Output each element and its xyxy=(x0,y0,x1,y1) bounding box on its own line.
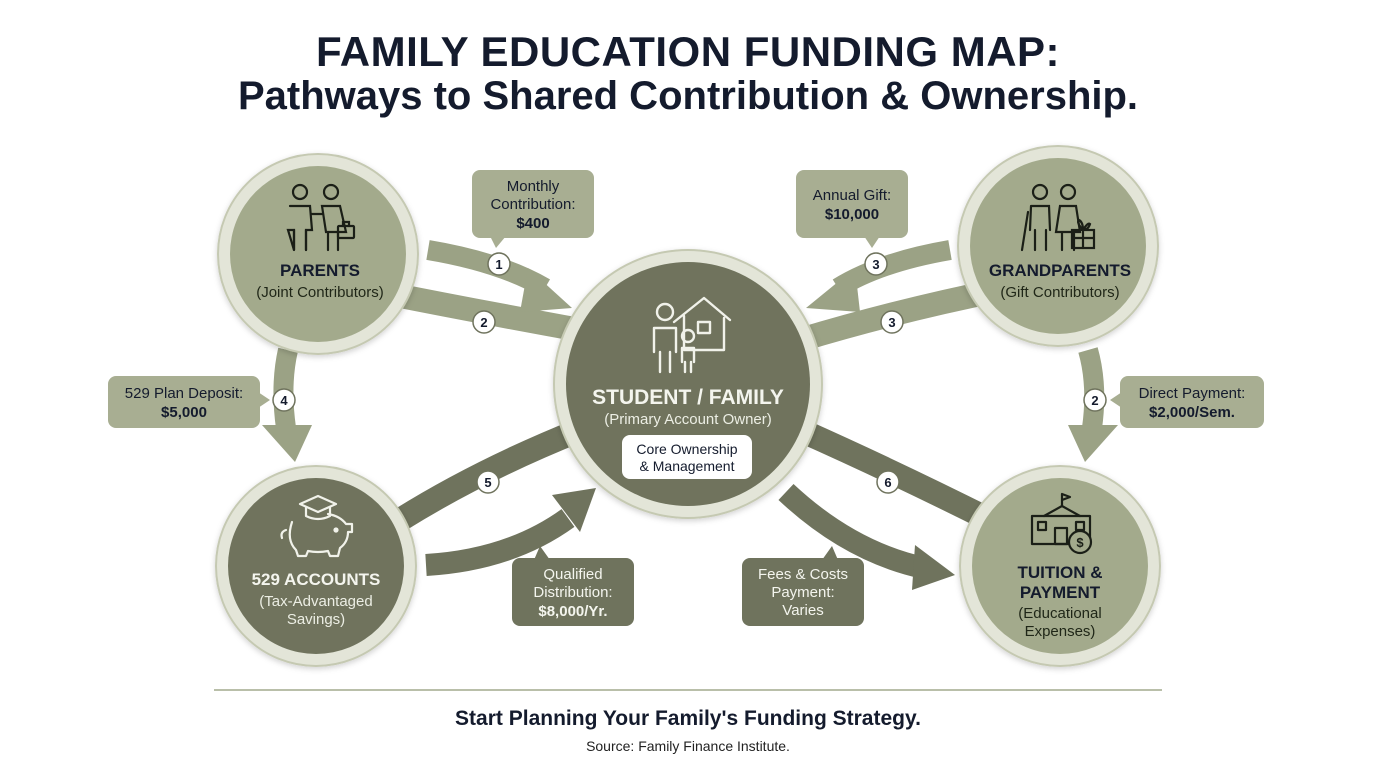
annual-line2: $10,000 xyxy=(825,206,879,223)
arrow-529-deposit xyxy=(262,347,312,462)
badge-line1: Core Ownership xyxy=(636,441,737,457)
tuition-role-line2: Expenses) xyxy=(1025,623,1096,640)
direct-line2: $2,000/Sem. xyxy=(1149,404,1235,421)
node-529-accounts xyxy=(215,465,417,667)
tuition-role-line1: (Educational xyxy=(1018,605,1101,622)
fees-line2: Payment: xyxy=(771,584,834,601)
fees-line3: Varies xyxy=(782,602,823,619)
step-badges: 1 2 3 3 4 2 5 6 xyxy=(272,252,1107,494)
accounts-role-line2: Savings) xyxy=(287,611,345,628)
node-parents xyxy=(217,153,419,355)
accounts-role-line1: (Tax-Advantaged xyxy=(259,593,372,610)
step-badge-2a: 2 xyxy=(472,310,496,334)
step-3a-label: 3 xyxy=(872,257,879,272)
step-2b-label: 2 xyxy=(1091,393,1098,408)
deposit-line2: $5,000 xyxy=(161,404,207,421)
footer-cta: Start Planning Your Family's Funding Str… xyxy=(455,707,921,730)
monthly-line1: Monthly xyxy=(507,178,560,195)
step-badge-1: 1 xyxy=(487,252,511,276)
step-badge-6: 6 xyxy=(876,470,900,494)
step-6-label: 6 xyxy=(884,475,891,490)
family-house-icon xyxy=(652,296,732,374)
arrow-direct-payment xyxy=(1068,347,1118,462)
arrow-qualified-distribution xyxy=(425,488,596,576)
callout-fees-costs: Fees & Costs Payment: Varies xyxy=(742,546,864,626)
step-5-label: 5 xyxy=(484,475,491,490)
school-dollar-icon: $ xyxy=(1030,492,1093,555)
badge-line2: & Management xyxy=(640,458,735,474)
step-4-label: 4 xyxy=(280,393,288,408)
footer-source: Source: Family Finance Institute. xyxy=(586,738,790,754)
accounts-name: 529 ACCOUNTS xyxy=(252,570,381,589)
direct-line1: Direct Payment: xyxy=(1139,385,1246,402)
step-2a-label: 2 xyxy=(480,315,487,330)
parents-role: (Joint Contributors) xyxy=(256,284,384,301)
monthly-line2: Contribution: xyxy=(490,196,575,213)
callout-529-deposit: 529 Plan Deposit: $5,000 xyxy=(108,376,270,428)
svg-text:$: $ xyxy=(1076,535,1084,550)
piggy-bank-graduation-icon xyxy=(280,494,354,558)
deposit-line1: 529 Plan Deposit: xyxy=(125,385,243,402)
qualified-line2: Distribution: xyxy=(533,584,612,601)
callout-annual-gift: Annual Gift: $10,000 xyxy=(796,170,908,248)
arrow-fees-costs xyxy=(778,483,955,590)
qualified-line3: $8,000/Yr. xyxy=(538,603,607,620)
grandparents-name: GRANDPARENTS xyxy=(989,261,1131,280)
node-tuition-payment xyxy=(959,465,1161,667)
step-badge-3a: 3 xyxy=(864,252,888,276)
step-1-label: 1 xyxy=(495,257,502,272)
fees-line1: Fees & Costs xyxy=(758,566,848,583)
page-title: FAMILY EDUCATION FUNDING MAP: xyxy=(315,28,1061,75)
tuition-name-line2: PAYMENT xyxy=(1020,583,1101,602)
grandparents-gift-icon xyxy=(1020,183,1096,252)
grandparents-role: (Gift Contributors) xyxy=(1000,284,1119,301)
tuition-name-line1: TUITION & xyxy=(1018,563,1103,582)
step-3b-label: 3 xyxy=(888,315,895,330)
callout-direct-payment: Direct Payment: $2,000/Sem. xyxy=(1110,376,1264,428)
annual-line1: Annual Gift: xyxy=(813,187,891,204)
step-badge-2b: 2 xyxy=(1083,388,1107,412)
callout-qualified-distribution: Qualified Distribution: $8,000/Yr. xyxy=(512,546,634,626)
parents-couple-icon xyxy=(286,183,356,252)
page-subtitle: Pathways to Shared Contribution & Owners… xyxy=(237,74,1139,118)
student-role: (Primary Account Owner) xyxy=(604,411,772,428)
step-badge-5: 5 xyxy=(476,470,500,494)
footer-divider xyxy=(214,689,1162,691)
student-badge: Core Ownership & Management xyxy=(622,435,752,479)
parents-name: PARENTS xyxy=(280,261,360,280)
node-grandparents xyxy=(957,145,1159,347)
monthly-line3: $400 xyxy=(516,215,549,232)
step-badge-4: 4 xyxy=(272,388,296,412)
step-badge-3b: 3 xyxy=(880,310,904,334)
student-name: STUDENT / FAMILY xyxy=(592,386,784,409)
callout-monthly-contribution: Monthly Contribution: $400 xyxy=(472,170,594,248)
qualified-line1: Qualified xyxy=(543,566,602,583)
